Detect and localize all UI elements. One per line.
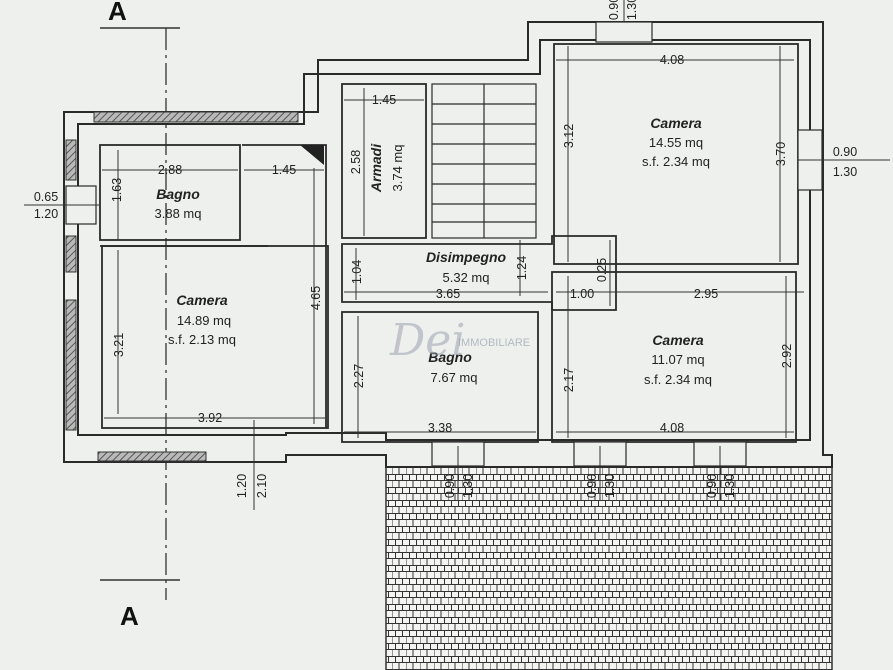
staircase: [431, 83, 537, 239]
watermark-tagline: IMMOBILIARE: [458, 337, 530, 349]
dim-dis-w: 3.65: [436, 287, 460, 301]
roof-tiles: [385, 466, 833, 670]
room-sf: s.f. 2.34 mq: [642, 154, 710, 169]
room-area: 5.32 mq: [443, 270, 490, 285]
dim-win-left-h: 1.20: [34, 207, 58, 221]
dim-win-right-h: 1.30: [833, 165, 857, 179]
section-label-bottom: A: [120, 601, 139, 631]
dim-win-b3-h: 1.30: [723, 474, 737, 498]
dim-camera2-h-right: 3.70: [774, 142, 788, 166]
dim-door-front-h: 2.10: [255, 474, 269, 498]
dim-win-b3-w: 0.90: [705, 474, 719, 498]
flue-marker: [300, 145, 324, 165]
hatch-left-wall-2: [65, 235, 77, 273]
dim-dis-h-left: 1.04: [350, 260, 364, 284]
dim-camera3-w-top: 2.95: [694, 287, 718, 301]
dim-dis-ext-h: 0.25: [595, 258, 609, 282]
dim-dis-h: 1.24: [515, 256, 529, 280]
outer-walls: [63, 21, 833, 468]
dim-win-left-w: 0.65: [34, 190, 58, 204]
dimension-lines: [24, 0, 890, 510]
room-area: 14.89 mq: [177, 313, 231, 328]
room-area: 14.55 mq: [649, 135, 703, 150]
dim-camera1-w: 3.92: [198, 411, 222, 425]
interior-walls: [99, 43, 799, 443]
dim-camera3-w: 4.08: [660, 421, 684, 435]
room-camera-1: Camera 14.89 mq s.f. 2.13 mq: [168, 292, 236, 347]
dim-win-b1-h: 1.30: [461, 474, 475, 498]
room-area: 7.67 mq: [431, 370, 478, 385]
dim-camera1-h-right: 4.65: [309, 286, 323, 310]
dim-camera2-h-left: 3.12: [562, 124, 576, 148]
room-name: Disimpegno: [426, 249, 507, 265]
dim-bagno1-h: 1.63: [110, 178, 124, 202]
room-name: Bagno: [428, 349, 472, 365]
room-area: 11.07 mq: [651, 352, 704, 367]
dim-corridor-w: 1.45: [272, 163, 296, 177]
dim-door-front-w: 1.20: [235, 474, 249, 498]
dim-win-top-w: 0.90: [607, 0, 621, 20]
room-name: Camera: [650, 115, 702, 131]
dim-win-top-h: 1.30: [625, 0, 639, 20]
dim-camera3-h-left: 2.17: [562, 368, 576, 392]
room-area: 3.74 mq: [390, 145, 405, 192]
dim-dis-ext-w: 1.00: [570, 287, 594, 301]
dim-win-b1-w: 0.90: [443, 474, 457, 498]
dim-win-b2-w: 0.90: [585, 474, 599, 498]
section-label-top: A: [108, 0, 127, 26]
room-bagno-1: Bagno 3.88 mq: [155, 186, 202, 221]
room-camera-2: Camera 14.55 mq s.f. 2.34 mq: [642, 115, 710, 169]
room-name: Armadi: [368, 143, 384, 193]
dim-armadi-w: 1.45: [372, 93, 396, 107]
room-name: Camera: [652, 332, 704, 348]
watermark-logo: Dei: [389, 315, 465, 366]
room-disimpegno: Disimpegno 5.32 mq: [426, 249, 507, 285]
room-sf: s.f. 2.34 mq: [644, 372, 712, 387]
dim-bagno1-w: 2.88: [158, 163, 182, 177]
room-bagno-2: Bagno 7.67 mq: [428, 349, 477, 385]
dim-camera1-h: 3.21: [112, 333, 126, 357]
hatch-top-wall: [93, 111, 299, 123]
room-sf: s.f. 2.13 mq: [168, 332, 236, 347]
hatch-left-wall-1: [65, 139, 77, 181]
room-name: Bagno: [156, 186, 200, 202]
dimension-labels: 2.88 1.63 1.45 4.65 3.21 3.92 1.45 2.58 …: [34, 0, 857, 498]
room-armadi: Armadi 3.74 mq: [368, 143, 405, 193]
dim-armadi-h: 2.58: [349, 150, 363, 174]
room-area: 3.88 mq: [155, 206, 202, 221]
hatch-left-wall-3: [65, 299, 77, 431]
watermark: Dei IMMOBILIARE: [389, 315, 530, 366]
room-camera-3: Camera 11.07 mq s.f. 2.34 mq: [644, 332, 712, 387]
dim-camera3-h-right: 2.92: [780, 344, 794, 368]
dim-camera2-top-w: 4.08: [660, 53, 684, 67]
room-name: Camera: [176, 292, 228, 308]
dim-win-b2-h: 1.30: [603, 474, 617, 498]
hatch-bottom-wall: [97, 451, 207, 462]
dim-win-right-w: 0.90: [833, 145, 857, 159]
dim-bagno2-h: 2.27: [352, 364, 366, 388]
dim-bagno2-w: 3.38: [428, 421, 452, 435]
